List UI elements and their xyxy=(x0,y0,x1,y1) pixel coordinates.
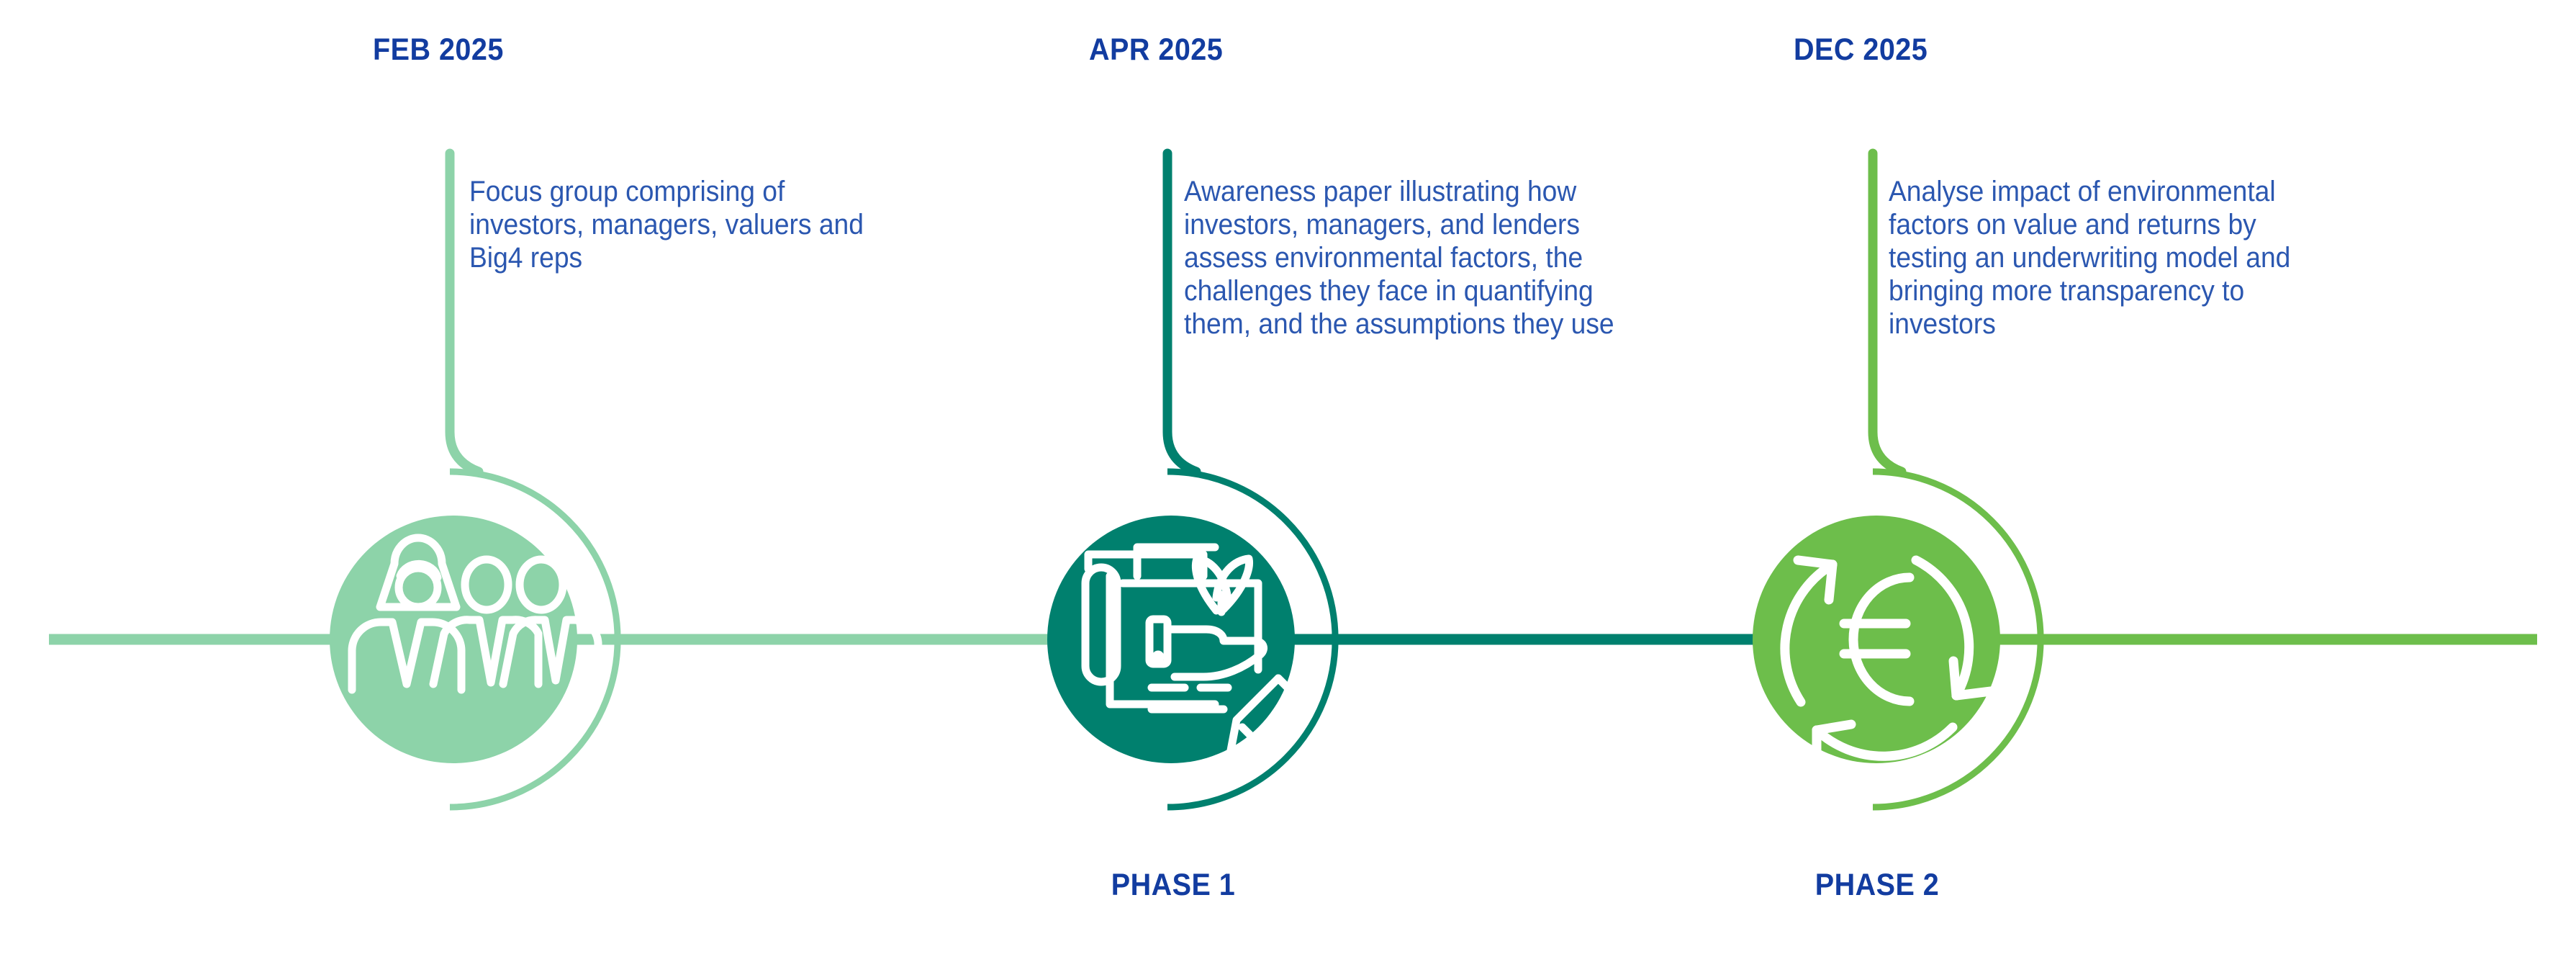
milestone-body-3: Analyse impact of environmental factors … xyxy=(1889,176,2291,340)
people-group-icon xyxy=(348,534,602,694)
milestone-date-3: DEC 2025 xyxy=(1794,32,1928,67)
euro-recycle-icon xyxy=(1780,555,1996,770)
milestone-body-2: Awareness paper illustrating how investo… xyxy=(1184,176,1614,340)
milestone-ring-3 xyxy=(1872,468,2044,811)
milestone-phase-2: PHASE 1 xyxy=(1111,868,1236,902)
milestone-phase-3: PHASE 2 xyxy=(1815,868,1940,902)
milestone-body-1: Focus group comprising of investors, man… xyxy=(469,176,864,274)
connector-stem-1 xyxy=(445,148,484,477)
milestone-date-2: APR 2025 xyxy=(1089,32,1224,67)
milestone-date-1: FEB 2025 xyxy=(373,32,504,67)
connector-stem-2 xyxy=(1162,148,1201,477)
connector-stem-3 xyxy=(1868,148,1907,477)
document-leaf-pencil-icon xyxy=(1081,543,1309,757)
milestone-ring-2 xyxy=(1167,468,1339,811)
milestone-ring-1 xyxy=(449,468,621,811)
